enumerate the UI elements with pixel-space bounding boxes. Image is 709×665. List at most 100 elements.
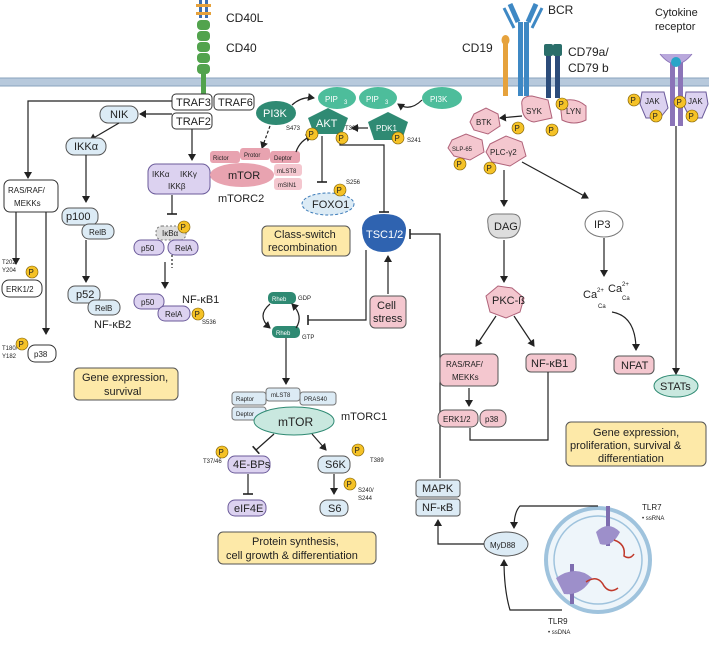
raptor-label: Raptor [236,397,254,403]
s6k-box [317,455,351,474]
svg-text:P: P [355,446,360,455]
pip3-a-label: PIP [325,95,338,104]
tlr-nfkb-label: NF-κB [422,502,453,514]
svg-text:P: P [631,96,636,105]
btk-label: BTK [476,118,492,127]
pras40-box [299,391,337,406]
p38-box [27,344,57,363]
t180-label-1: T180/ [2,346,18,352]
gene-survival-box [73,367,179,401]
cytokine-gene-box [565,421,707,467]
cytokine-gene-label-2: proliferation, survival & [570,440,682,452]
p52-box [67,285,101,304]
ikba-label: IκBα [162,229,179,238]
phospho-icon: P [685,109,699,123]
eif4e-box [227,499,267,517]
tlr-nfkb-box [415,498,461,517]
nfkb1-label: NF-κB1 [182,294,219,306]
pi3k-left-node [256,101,296,125]
bcr-ras-box [439,353,499,387]
slp65-label: SLP-65 [452,147,473,153]
ca-2-sup: 2+ [622,282,629,288]
relb-label: RelB [89,228,106,237]
syk-label: SYK [526,107,543,116]
arrow-pi3k-to-pip3 [291,93,315,106]
mtor-label: mTOR [228,170,260,182]
pip3-b-node [359,87,397,109]
svg-text:P: P [515,124,520,133]
svg-text:P: P [689,112,694,121]
phospho-icon: P [333,183,347,197]
protor-label: Protor [244,153,260,159]
syk-node [521,95,553,123]
ikka2-label: IKKα [152,170,170,179]
tlr9-label: TLR9 [548,617,568,626]
p50-label: p50 [141,244,155,253]
pi3k-right-node [422,87,462,109]
endosome [544,506,652,614]
svg-text:P: P [219,448,224,457]
inhibit-tsc-to-rheb [307,250,367,325]
bcr-nfkb1-label: NF-κB1 [531,358,568,370]
svg-text:P: P [181,223,186,232]
bcr-nfkb1-box [525,353,577,373]
svg-text:P: P [29,268,34,277]
erk-label: ERK1/2 [6,285,34,294]
pip3-a-sub: 3 [344,100,348,106]
ras-raf-label-1: RAS/RAF/ [8,186,46,195]
phospho-icon: P [483,161,497,175]
ip3-label: IP3 [594,219,611,231]
cell-membrane [0,77,709,87]
cd79b-label: CD79 b [568,61,609,75]
phospho-icon: P [177,220,191,234]
svg-text:P: P [339,134,344,143]
ssrna-label: • ssRNA [642,516,664,522]
relab-label: RelA [165,310,183,319]
p52-label: p52 [76,289,94,301]
arrow-traf-to-ras [24,100,172,179]
phospho-icon: P [511,121,525,135]
tsc-node [362,214,406,252]
bcr-label: BCR [548,3,574,17]
cycle-gtp-to-gdp [291,303,300,329]
protein-label-1: Protein synthesis, [252,536,339,548]
bcr-erk-box [437,409,479,428]
pip3-a-node [318,87,356,109]
svg-text:P: P [337,186,342,195]
arrow-syk-to-btk [499,113,523,122]
btk-node [469,107,501,135]
jak2-label: JAK [688,97,703,106]
pras40-label: PRAS40 [304,397,328,403]
svg-text:P: P [195,310,200,319]
pkcb-label: PKC-ß [492,295,525,307]
gdp-label: GDP [298,296,311,302]
t308-label: T308 [345,126,359,132]
s473-label: S473 [286,126,301,132]
bcr-ras-label-1: RAS/RAF/ [446,360,484,369]
stress-box [369,295,407,329]
arrow-pi3k-to-mtorc2 [260,125,271,149]
slp65-node [447,133,485,161]
ca-4-label: Ca [622,296,630,302]
stress-label-2: stress [373,313,403,325]
svg-text:P: P [487,164,492,173]
lyn-label: LYN [566,107,581,116]
svg-text:P: P [457,160,462,169]
deptor-box [270,151,300,163]
akt-node [308,108,348,134]
pip3-b-sub: 3 [385,100,389,106]
relb2-box [87,299,121,316]
cytokine-gene-label-3: differentiation [598,453,664,465]
mtorc2-label: mTORC2 [218,193,264,205]
s6-label: S6 [328,503,341,515]
s536-label: S536 [202,320,217,326]
cd40-receptor [196,0,211,96]
pi3k-left-label: PI3K [263,108,288,120]
inhibit-mapk-to-tsc [409,229,441,478]
arrow-plcg2-to-ip3 [521,161,589,199]
relb-box [81,223,115,240]
csr-box [261,225,351,257]
ebp-label: 4E-BPs [233,459,271,471]
mapk-label: MAPK [422,483,454,495]
